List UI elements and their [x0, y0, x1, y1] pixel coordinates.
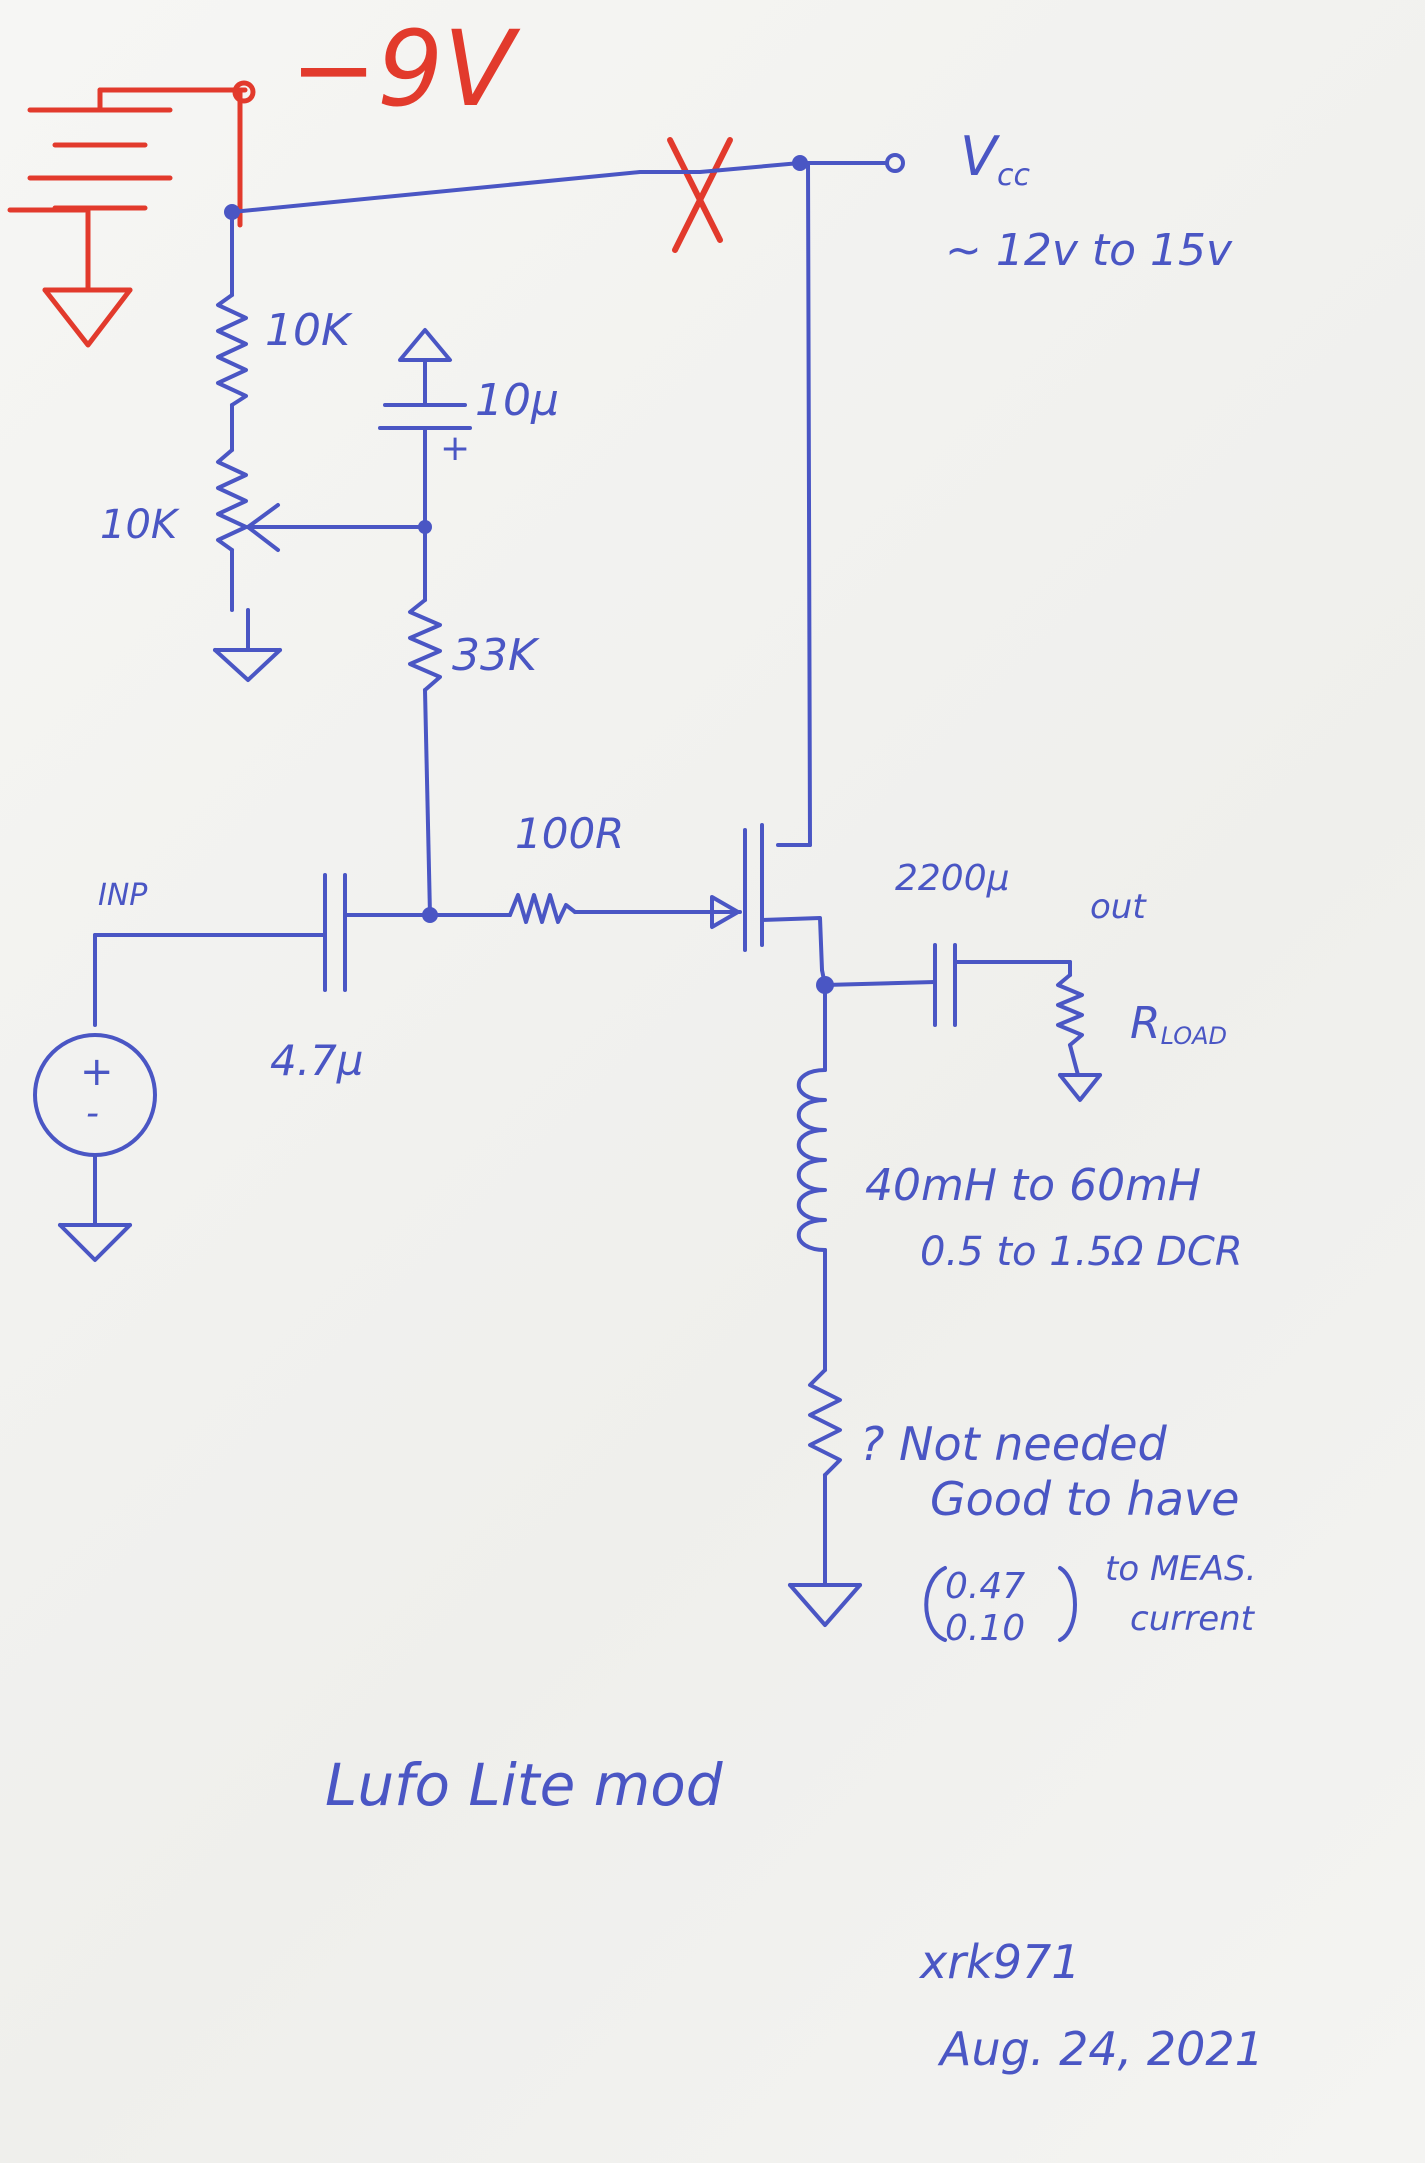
pot-10k-label: 10K — [100, 502, 180, 548]
input-label: INP — [98, 878, 148, 913]
vcc-label: Vcc — [960, 125, 1030, 193]
cap-2200u-label: 2200µ — [895, 858, 1010, 899]
author-label: xrk971 — [918, 1935, 1081, 1989]
output-label: out — [1090, 887, 1147, 927]
schematic-title: Lufo Lite mod — [325, 1751, 724, 1819]
vcc-range-label: ~ 12v to 15v — [945, 225, 1233, 276]
sense-note-line1: ? Not needed — [860, 1417, 1168, 1471]
battery-ground-icon — [42, 287, 133, 348]
date-label: Aug. 24, 2021 — [937, 2022, 1264, 2076]
resistor-10k-zigzag — [216, 293, 248, 407]
cap-4-7u-label: 4.7µ — [270, 1036, 364, 1085]
inductor-spec-line2: 0.5 to 1.5Ω DCR — [920, 1229, 1243, 1275]
sense-note-line2: Good to have — [930, 1472, 1239, 1526]
junction-dots — [224, 155, 834, 994]
sense-value-1: 0.47 — [945, 1566, 1025, 1607]
sense-note-line3: to MEAS. — [1105, 1549, 1256, 1589]
sense-note-line4: current — [1130, 1599, 1256, 1639]
schematic-wires — [33, 153, 1102, 1642]
resistor-10k-label: 10K — [265, 305, 353, 356]
resistor-rload-zigzag — [1056, 973, 1084, 1047]
source-plus: + — [80, 1049, 114, 1095]
inductor-spec-line1: 40mH to 60mH — [865, 1160, 1201, 1211]
resistor-100r-label: 100R — [515, 809, 624, 858]
rload-subscript: LOAD — [1161, 1022, 1227, 1050]
resistor-33k-label: 33K — [452, 630, 540, 681]
battery-voltage-label: −9V — [290, 8, 521, 130]
pot-10k-zigzag — [216, 448, 248, 552]
cut-mark-icon — [667, 137, 733, 253]
resistor-33k-zigzag — [408, 598, 442, 692]
rload-label: RLOAD — [1130, 998, 1227, 1050]
cap-10u-plus: + — [440, 428, 470, 469]
resistor-100r-zigzag — [508, 893, 577, 924]
source-minus: - — [86, 1093, 99, 1134]
sense-value-2: 0.10 — [945, 1608, 1025, 1649]
inductor-coil — [796, 1068, 827, 1252]
resistor-sense-zigzag — [808, 1368, 842, 1477]
battery-terminal-dot — [232, 80, 256, 104]
cap-10u-label: 10µ — [475, 375, 559, 426]
battery-symbol — [7, 87, 248, 293]
vcc-subscript: cc — [997, 158, 1030, 193]
